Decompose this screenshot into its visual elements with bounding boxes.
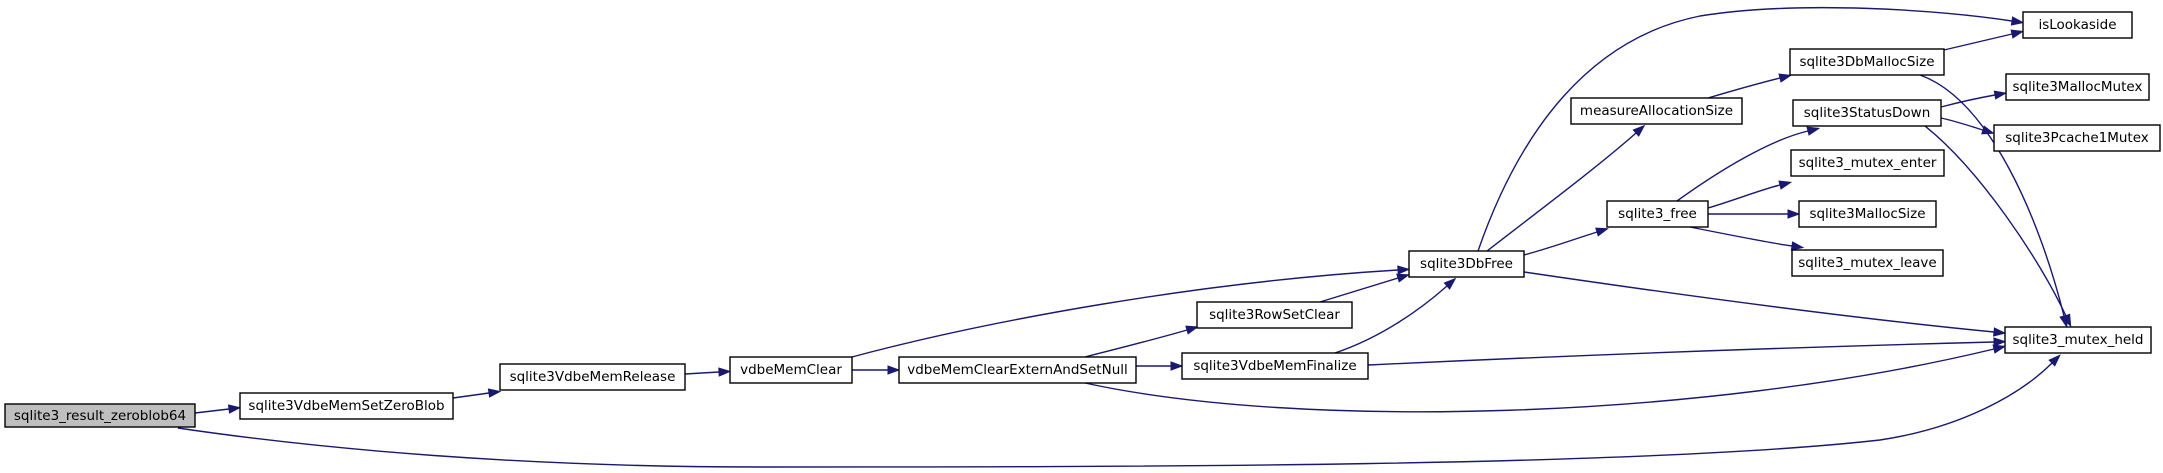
node-is-lookaside[interactable]: isLookaside — [2022, 11, 2133, 39]
edge-memfinalize-to-mutexheld — [1367, 337, 2007, 366]
node-sqlite3-db-malloc-size[interactable]: sqlite3DbMallocSize — [1789, 48, 1945, 76]
arrowhead — [1981, 125, 1995, 135]
node-sqlite3-mutex-enter[interactable]: sqlite3_mutex_enter — [1790, 149, 1945, 177]
arrowhead — [487, 388, 502, 398]
node-label: sqlite3RowSetClear — [1209, 307, 1340, 323]
arrowhead — [1170, 361, 1184, 371]
arrowhead — [1790, 241, 1805, 251]
arrowhead — [2061, 313, 2072, 328]
node-vdbe-mem-clear-extern-and-set-null[interactable]: vdbeMemClearExternAndSetNull — [898, 356, 1137, 384]
node-label: sqlite3VdbeMemSetZeroBlob — [248, 398, 444, 414]
arrowhead — [1185, 325, 1200, 335]
edge-free-to-statusdown — [1676, 126, 1821, 202]
edge-rowsetclear-to-dbfree — [1319, 273, 1410, 303]
edge-root-to-setzeroblob — [194, 404, 242, 414]
node-label: sqlite3DbMallocSize — [1799, 54, 1934, 70]
arrowhead — [1778, 180, 1793, 190]
node-sqlite3-pcache1-mutex[interactable]: sqlite3Pcache1Mutex — [1993, 124, 2161, 152]
edge-memclear-to-externnull — [852, 365, 901, 375]
node-label: vdbeMemClearExternAndSetNull — [907, 362, 1128, 378]
edge-memfinalize-to-dbfree — [1334, 277, 1457, 354]
node-label: isLookaside — [2038, 17, 2116, 33]
edge-measure-to-dbmallocsize — [1707, 73, 1793, 99]
arrowhead — [227, 404, 242, 414]
node-sqlite3-malloc-mutex[interactable]: sqlite3MallocMutex — [2005, 73, 2150, 101]
arrowhead — [1595, 227, 1609, 237]
arrowhead — [1787, 209, 1801, 219]
arrowhead — [1632, 124, 1646, 137]
edge-dbfree-to-free — [1523, 227, 1609, 256]
arrowhead — [1806, 126, 1821, 136]
edge-dbfree-to-islookaside — [1477, 6, 2025, 252]
edge-statusdown-to-pcache1mutex — [1940, 117, 1995, 135]
edge-externnull-to-memfinalize — [1136, 361, 1184, 371]
edge-setzeroblob-to-memrelease — [452, 388, 502, 399]
node-label: sqlite3MallocMutex — [2013, 79, 2143, 95]
node-label: vdbeMemClear — [740, 362, 842, 378]
node-sqlite3-malloc-size[interactable]: sqlite3MallocSize — [1798, 200, 1937, 228]
node-label: sqlite3VdbeMemRelease — [510, 369, 676, 385]
edge-root-to-mutexheld — [177, 354, 2061, 468]
arrowhead — [2048, 354, 2061, 367]
node-sqlite3-free[interactable]: sqlite3_free — [1606, 200, 1709, 228]
node-sqlite3-mutex-leave[interactable]: sqlite3_mutex_leave — [1791, 249, 1944, 277]
edge-externnull-to-mutexheld — [1084, 344, 2007, 413]
edge-externnull-to-rowsetclear — [1084, 325, 1200, 358]
node-sqlite3-result-zeroblob64[interactable]: sqlite3_result_zeroblob64 — [4, 403, 196, 428]
edge-dbmallocsize-to-islookaside — [1943, 29, 2025, 51]
arrowhead — [2010, 16, 2025, 26]
node-label: sqlite3StatusDown — [1804, 105, 1931, 121]
edge-free-to-mutexenter — [1707, 180, 1793, 209]
edge-dbmallocsize-to-mutexheld — [1919, 74, 2069, 329]
arrowhead — [2010, 29, 2025, 39]
edge-free-to-mutexleave — [1689, 226, 1805, 251]
node-sqlite3-db-free[interactable]: sqlite3DbFree — [1408, 250, 1525, 278]
call-edges — [177, 6, 2072, 468]
node-sqlite3-row-set-clear[interactable]: sqlite3RowSetClear — [1196, 301, 1353, 329]
node-label: sqlite3_mutex_leave — [1798, 255, 1936, 271]
node-label: sqlite3MallocSize — [1809, 206, 1925, 222]
arrowhead — [1397, 265, 1411, 275]
node-label: sqlite3_mutex_held — [2012, 332, 2143, 348]
node-label: measureAllocationSize — [1580, 103, 1733, 119]
node-vdbe-mem-clear[interactable]: vdbeMemClear — [729, 356, 853, 384]
node-sqlite3-vdbe-mem-release[interactable]: sqlite3VdbeMemRelease — [499, 363, 686, 391]
arrowhead — [1396, 273, 1410, 283]
node-label: sqlite3Pcache1Mutex — [2005, 130, 2149, 146]
node-label: sqlite3DbFree — [1420, 256, 1513, 272]
node-sqlite3-vdbe-mem-set-zero-blob[interactable]: sqlite3VdbeMemSetZeroBlob — [239, 392, 454, 420]
edge-statusdown-to-mutexheld — [1924, 125, 2072, 328]
edge-free-to-mallocsize — [1708, 209, 1801, 219]
arrowhead — [1993, 90, 2008, 100]
node-sqlite3-vdbe-mem-finalize[interactable]: sqlite3VdbeMemFinalize — [1181, 352, 1369, 380]
arrowhead — [1992, 344, 2007, 354]
edge-dbfree-to-mutexheld — [1523, 271, 2007, 337]
arrowhead — [1443, 277, 1457, 290]
edge-dbfree-to-measure — [1486, 124, 1646, 252]
edge-memrelease-to-memclear — [684, 367, 732, 377]
arrowhead — [887, 365, 901, 375]
edge-statusdown-to-mallocmutex — [1940, 90, 2008, 108]
arrowhead — [1993, 337, 2007, 347]
arrowhead — [718, 367, 732, 377]
node-label: sqlite3_mutex_enter — [1799, 155, 1937, 171]
node-sqlite3-mutex-held[interactable]: sqlite3_mutex_held — [2004, 326, 2152, 354]
node-measure-allocation-size[interactable]: measureAllocationSize — [1570, 97, 1743, 125]
node-label: sqlite3_free — [1618, 206, 1697, 222]
edge-memclear-to-dbfree — [851, 265, 1411, 358]
node-sqlite3-status-down[interactable]: sqlite3StatusDown — [1792, 99, 1942, 127]
node-label: sqlite3VdbeMemFinalize — [1193, 358, 1356, 374]
arrowhead — [1993, 327, 2007, 337]
node-label: sqlite3_result_zeroblob64 — [14, 408, 186, 424]
arrowhead — [1778, 73, 1793, 83]
